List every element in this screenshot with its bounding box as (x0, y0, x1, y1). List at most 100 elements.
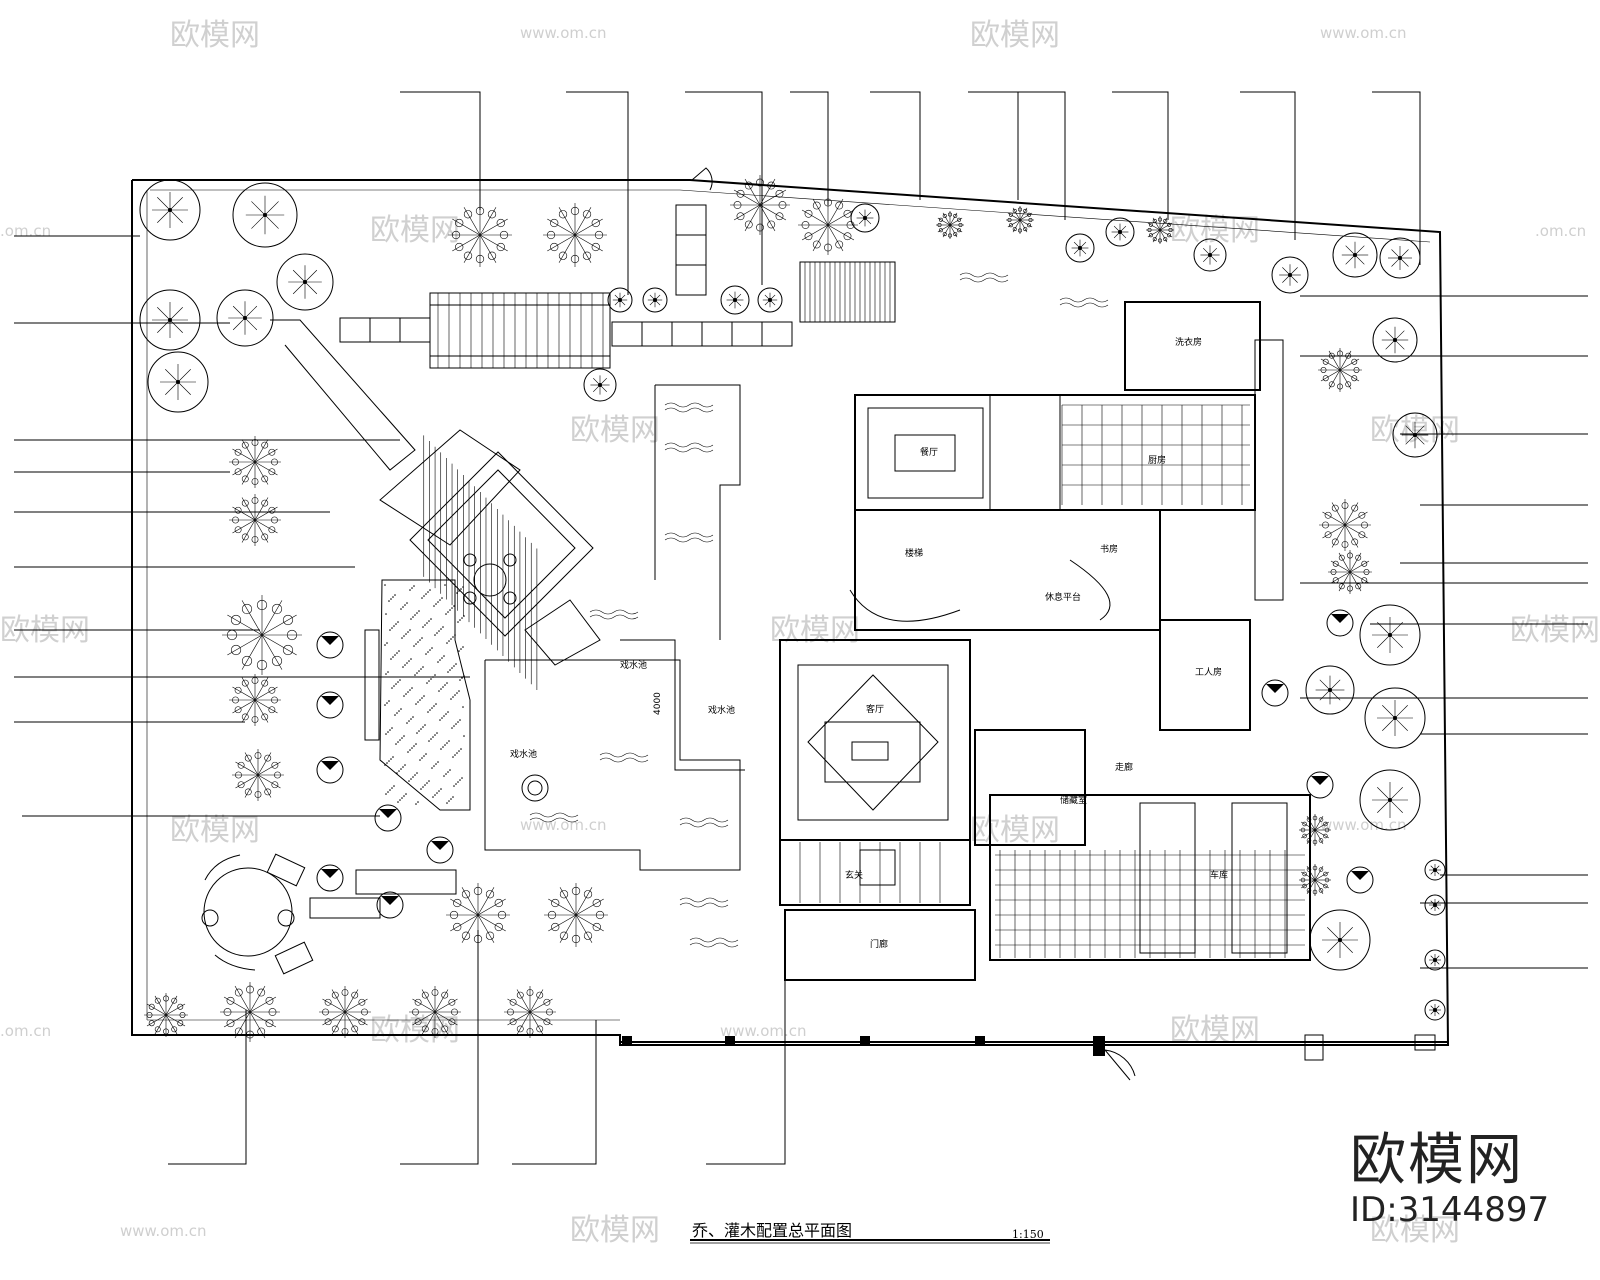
room-label-servant: 工人房 (1195, 666, 1222, 678)
tree-symbol (850, 203, 880, 233)
top-gate (691, 167, 713, 191)
palm-symbol (543, 203, 607, 267)
shrub-symbol (1306, 771, 1334, 799)
watermark-logo: 欧模网 (370, 1013, 460, 1048)
watermark-edge: .om.cn (0, 1022, 51, 1040)
tree-symbol (607, 287, 633, 313)
tree-symbol (1424, 859, 1446, 881)
tree-symbol (1372, 317, 1418, 363)
room-label-garage: 车库 (1210, 869, 1228, 881)
gravel-area (364, 579, 471, 811)
shrub-symbol (426, 836, 454, 864)
watermark-logo: 欧模网 (970, 813, 1060, 848)
watermark-logo: 欧模网 (770, 613, 860, 648)
tree-symbol (1392, 412, 1438, 458)
palm-symbol (409, 986, 461, 1038)
tree-symbol (1105, 217, 1135, 247)
watermark-layer: 欧模网 www.om.cn 欧模网 www.om.cn .om.cn .om.c… (0, 18, 1600, 1248)
tree-symbol (139, 289, 201, 351)
tree-symbol (1065, 233, 1095, 263)
shrub-symbol (1261, 679, 1289, 707)
tree-symbol (1424, 894, 1446, 916)
watermark-logo: 欧模网 (370, 213, 460, 248)
palm-symbol (1318, 348, 1362, 392)
palm-symbol (1328, 550, 1372, 594)
paths (270, 204, 1284, 919)
drawing-scale: 1:150 (1012, 1228, 1044, 1241)
watermark-logo: 欧模网 (570, 1213, 660, 1248)
pergola-slats (437, 293, 604, 368)
room-label-pool: 戏水池 (708, 704, 735, 716)
watermark-site: www.om.cn (1320, 816, 1407, 834)
pergola (429, 292, 611, 369)
shrub-symbol (1326, 609, 1354, 637)
watermark-logo: 欧模网 (1510, 613, 1600, 648)
room-label-corridor: 走廊 (1115, 761, 1133, 773)
watermark-logo: 欧模网 (1370, 1213, 1460, 1248)
deck-pavilion (379, 429, 601, 666)
palm-symbol (1299, 814, 1331, 846)
watermark-edge: .om.cn (1535, 222, 1586, 240)
house: 餐厅 厨房 洗衣房 楼梯 书房 休息平台 客厅 玄关 门廊 工人房 储藏室 走廊… (779, 301, 1311, 981)
tree-symbol (216, 289, 274, 347)
shrub-symbol (374, 804, 402, 832)
room-label-living: 客厅 (866, 703, 884, 715)
palm-layer (144, 175, 1374, 1042)
shrub-symbol (1346, 866, 1374, 894)
shrub-symbol (316, 691, 344, 719)
palm-symbol (229, 674, 281, 726)
palm-symbol (1006, 206, 1034, 234)
tree-symbol (1379, 237, 1421, 279)
tree-symbol (1309, 909, 1371, 971)
tree-symbol (276, 253, 334, 311)
room-label-pool: 戏水池 (620, 659, 647, 671)
palm-symbol (936, 211, 964, 239)
tree-symbol (720, 285, 750, 315)
room-label-entry: 门廊 (870, 938, 888, 950)
top-grille (799, 261, 896, 323)
floor-tiles (799, 404, 1305, 958)
tree-symbol (1359, 769, 1421, 831)
watermark-logo: 欧模网 (970, 18, 1060, 53)
brand-logo: 欧模网 (1350, 1128, 1524, 1193)
room-label-cellar: 储藏室 (1060, 794, 1087, 806)
palm-symbol (1146, 216, 1174, 244)
palm-symbol (798, 195, 858, 255)
room-label-kitchen: 厨房 (1148, 454, 1166, 466)
tree-symbol (1359, 604, 1421, 666)
room-label-foyer: 玄关 (845, 869, 863, 881)
palm-symbol (232, 749, 284, 801)
room-label-dining: 餐厅 (920, 446, 938, 458)
tree-symbol (1305, 665, 1355, 715)
watermark-site: www.om.cn (1320, 24, 1407, 42)
palm-symbol (1299, 864, 1331, 896)
palm-symbol (504, 986, 556, 1038)
pools: 戏水池 戏水池 戏水池 4000 (484, 384, 745, 871)
watermark-site: www.om.cn (120, 1222, 207, 1240)
tree-symbol (1424, 949, 1446, 971)
leader-lines (14, 91, 1588, 1165)
asset-id: ID:3144897 (1350, 1190, 1550, 1230)
dimension-label: 4000 (653, 692, 663, 715)
room-label-landing: 休息平台 (1045, 591, 1081, 603)
tree-symbol (1364, 687, 1426, 749)
shrub-symbol (316, 756, 344, 784)
site-boundary (131, 179, 1450, 1046)
palm-symbol (319, 986, 371, 1038)
tree-symbol (232, 182, 298, 248)
seating-circle (201, 853, 314, 975)
watermark-site: www.om.cn (520, 24, 607, 42)
watermark-logo: 欧模网 (170, 18, 260, 53)
grille-lines (804, 262, 891, 322)
watermark-logo: 欧模网 (170, 813, 260, 848)
palm-symbol (220, 982, 280, 1042)
watermark-edge: .om.cn (0, 222, 51, 240)
room-label-stair: 楼梯 (905, 547, 923, 559)
palm-symbol (229, 436, 281, 488)
deck-hatch (423, 435, 538, 690)
palm-symbol (222, 595, 302, 675)
palm-symbol (544, 883, 608, 947)
tree-symbol (583, 368, 617, 402)
tree-symbol (1271, 256, 1309, 294)
